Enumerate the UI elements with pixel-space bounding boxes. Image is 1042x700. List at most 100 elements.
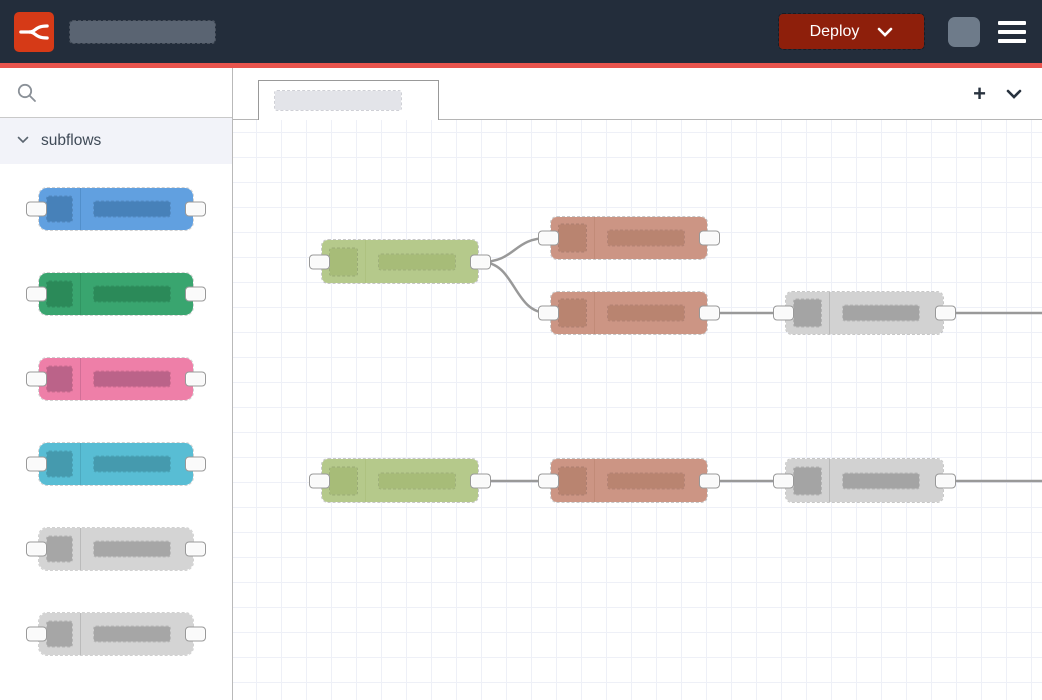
node-separator xyxy=(365,459,366,502)
flow-node-green-2[interactable] xyxy=(309,458,491,503)
subflow-node-gray-2[interactable] xyxy=(26,612,206,656)
node-icon xyxy=(46,280,73,308)
output-port[interactable] xyxy=(470,254,491,269)
output-port[interactable] xyxy=(185,286,206,302)
palette-category-label: subflows xyxy=(41,132,102,149)
output-port[interactable] xyxy=(185,371,206,387)
flow-tab-label-placeholder xyxy=(274,90,402,111)
output-port[interactable] xyxy=(699,473,720,488)
input-port[interactable] xyxy=(26,371,47,387)
output-port[interactable] xyxy=(185,626,206,642)
hamburger-menu-icon[interactable] xyxy=(998,20,1026,43)
wire-layer xyxy=(479,236,1042,483)
flow-wire[interactable] xyxy=(479,260,550,315)
flow-node-gray-2[interactable] xyxy=(773,458,956,503)
flow-node-orange-3[interactable] xyxy=(538,458,720,503)
node-separator xyxy=(594,292,595,334)
flow-node-gray-1[interactable] xyxy=(773,291,956,335)
input-port[interactable] xyxy=(26,201,47,217)
subflow-node-green[interactable] xyxy=(26,272,206,316)
chevron-down-icon xyxy=(878,27,893,37)
node-label-placeholder xyxy=(93,540,171,558)
node-separator xyxy=(829,459,830,502)
node-separator xyxy=(365,240,366,283)
node-label-placeholder xyxy=(93,455,171,473)
node-icon xyxy=(46,195,73,223)
subflow-node-blue[interactable] xyxy=(26,187,206,231)
node-icon xyxy=(793,466,822,495)
plus-icon: + xyxy=(973,81,986,106)
input-port[interactable] xyxy=(26,286,47,302)
node-red-logo-icon xyxy=(14,11,54,52)
palette-node-list xyxy=(0,164,232,700)
node-icon xyxy=(46,450,73,478)
node-separator xyxy=(80,443,81,485)
input-port[interactable] xyxy=(309,473,330,488)
flow-node-green-1[interactable] xyxy=(309,239,491,284)
subflow-node-teal[interactable] xyxy=(26,442,206,486)
node-label-placeholder xyxy=(378,253,456,270)
node-icon xyxy=(46,535,73,563)
flow-node-orange-1[interactable] xyxy=(538,216,720,260)
node-separator xyxy=(80,188,81,230)
node-label-placeholder xyxy=(607,304,685,322)
node-label-placeholder xyxy=(842,304,920,322)
palette-search[interactable] xyxy=(0,68,232,118)
palette-sidebar: subflows xyxy=(0,68,233,700)
node-separator xyxy=(80,528,81,570)
node-icon xyxy=(46,620,73,648)
input-port[interactable] xyxy=(538,305,559,321)
node-label-placeholder xyxy=(378,472,456,489)
node-icon xyxy=(558,466,587,495)
input-port[interactable] xyxy=(309,254,330,269)
input-port[interactable] xyxy=(773,473,794,488)
output-port[interactable] xyxy=(699,305,720,321)
header-accent-line xyxy=(0,63,1042,68)
node-label-placeholder xyxy=(93,285,171,303)
node-icon xyxy=(329,247,358,276)
flow-tab[interactable] xyxy=(258,80,439,121)
output-port[interactable] xyxy=(935,473,956,488)
node-label-placeholder xyxy=(607,472,685,489)
input-port[interactable] xyxy=(26,626,47,642)
node-label-placeholder xyxy=(93,200,171,218)
output-port[interactable] xyxy=(699,230,720,246)
node-icon xyxy=(558,223,587,253)
node-separator xyxy=(829,292,830,334)
flow-canvas[interactable] xyxy=(233,120,1042,700)
node-icon xyxy=(46,365,73,393)
palette-category-subflows[interactable]: subflows xyxy=(0,118,232,164)
add-flow-button[interactable]: + xyxy=(971,81,988,107)
node-separator xyxy=(594,459,595,502)
flow-tab-bar: + xyxy=(233,68,1042,121)
input-port[interactable] xyxy=(538,230,559,246)
workspace: + xyxy=(233,68,1042,700)
header-bar: Deploy xyxy=(0,0,1042,63)
output-port[interactable] xyxy=(185,541,206,557)
node-separator xyxy=(80,613,81,655)
list-flows-button[interactable] xyxy=(1004,87,1024,101)
input-port[interactable] xyxy=(538,473,559,488)
chevron-down-icon xyxy=(17,135,29,147)
app-title-placeholder xyxy=(69,19,216,44)
output-port[interactable] xyxy=(185,201,206,217)
subflow-node-pink[interactable] xyxy=(26,357,206,401)
tab-controls: + xyxy=(971,68,1024,120)
deploy-button-label: Deploy xyxy=(809,22,860,40)
input-port[interactable] xyxy=(773,305,794,321)
chevron-down-icon xyxy=(1006,89,1022,99)
input-port[interactable] xyxy=(26,456,47,472)
flow-node-orange-2[interactable] xyxy=(538,291,720,335)
deploy-button[interactable]: Deploy xyxy=(778,13,925,50)
node-icon xyxy=(793,298,822,328)
node-separator xyxy=(80,273,81,315)
input-port[interactable] xyxy=(26,541,47,557)
subflow-node-gray[interactable] xyxy=(26,527,206,571)
node-label-placeholder xyxy=(607,229,685,247)
node-separator xyxy=(80,358,81,400)
output-port[interactable] xyxy=(185,456,206,472)
node-label-placeholder xyxy=(93,625,171,643)
output-port[interactable] xyxy=(470,473,491,488)
output-port[interactable] xyxy=(935,305,956,321)
user-avatar[interactable] xyxy=(948,16,980,47)
